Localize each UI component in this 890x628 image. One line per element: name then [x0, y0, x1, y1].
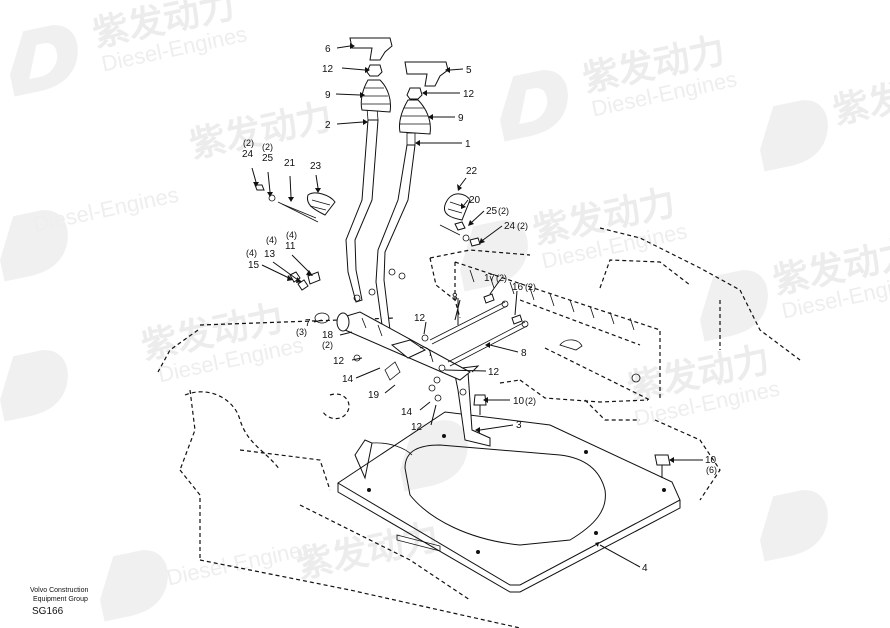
company-line2: Equipment Group — [33, 596, 88, 603]
callout-number: 14 — [401, 407, 413, 418]
watermark-logo-icon — [500, 70, 568, 142]
callout-number: 6 — [325, 44, 331, 55]
callout-labels: 6 12 9 2 5 12 9 1 (2) 24 (2) 25 21 23 22… — [242, 44, 717, 574]
watermark-brand-cn: 紫发动力 — [830, 62, 890, 132]
watermark-brand-cn: 紫发动力 — [293, 517, 442, 587]
callout-number: 12 — [333, 356, 345, 367]
footer: Volvo Construction Equipment Group SG166 — [30, 587, 88, 617]
callout-number: 23 — [310, 161, 322, 172]
callout-number: 18 — [322, 330, 334, 341]
callout-qty: (3) — [296, 327, 307, 337]
callout-number: 20 — [469, 195, 481, 206]
callout-number: 24 — [504, 221, 516, 232]
callout-number: 24 — [242, 149, 254, 160]
leader-lines — [251, 43, 703, 568]
callout-number: 22 — [466, 166, 478, 177]
callout-number: 12 — [463, 89, 475, 100]
callout-qty: (2) — [498, 206, 509, 216]
callout-number: 8 — [452, 292, 458, 303]
callout-number: 12 — [488, 367, 500, 378]
callout-number: 9 — [458, 113, 464, 124]
control-valve — [454, 261, 661, 401]
callout-number: 7 — [305, 318, 311, 329]
watermark-logo-icon — [760, 100, 828, 172]
callout-qty: (4) — [286, 230, 297, 240]
callout-number: 21 — [284, 158, 296, 169]
callout-qty: (2) — [243, 138, 254, 148]
rubber-boots — [360, 79, 431, 135]
watermark-logo-icon — [700, 270, 768, 342]
linkage-rods — [429, 293, 529, 367]
watermark-brand-en: Diesel-Engines — [31, 182, 181, 237]
callout-number: 11 — [285, 241, 296, 252]
watermark-logo-icon — [0, 350, 68, 422]
callout-number: 25 — [486, 206, 498, 217]
callout-number: 17 — [484, 273, 496, 284]
callout-qty: (4) — [246, 248, 257, 258]
callout-number: 25 — [262, 153, 274, 164]
callout-number: 5 — [466, 65, 472, 76]
callout-number: 1 — [465, 139, 471, 150]
callout-number: 8 — [521, 348, 527, 359]
pedal-parts-right — [439, 193, 481, 247]
watermark-logo-icon — [400, 420, 468, 492]
callout-number: 12 — [411, 422, 423, 433]
callout-number: 4 — [642, 563, 648, 574]
callout-number: 10 — [513, 396, 525, 407]
callout-qty: (2) — [322, 340, 333, 350]
callout-number: 19 — [368, 390, 380, 401]
callout-number: 9 — [325, 90, 331, 101]
watermark-logo-icon — [100, 550, 168, 622]
watermark-logo-icon — [760, 490, 828, 562]
lever-assembly — [314, 107, 471, 402]
callout-number: 14 — [342, 374, 354, 385]
callout-qty: (4) — [266, 235, 277, 245]
callout-number: 2 — [325, 120, 331, 131]
callout-number: 16 — [512, 282, 524, 293]
callout-number: 12 — [322, 64, 334, 75]
callout-qty: (2) — [517, 221, 528, 231]
fasteners — [353, 334, 671, 478]
callout-qty: (2) — [525, 396, 536, 406]
watermark-brand-en: Diesel-Engines — [164, 535, 314, 590]
callout-qty: (6) — [706, 465, 717, 475]
nuts — [366, 64, 423, 100]
callout-qty: (2) — [262, 142, 273, 152]
company-line1: Volvo Construction — [30, 587, 88, 594]
callout-number: 10 — [705, 455, 717, 466]
grips — [349, 37, 449, 87]
callout-number: 13 — [264, 249, 276, 260]
callout-number: 3 — [516, 420, 522, 431]
watermark-logo-icon — [0, 210, 68, 282]
watermark-logo-icon — [10, 25, 78, 97]
callout-number: 15 — [248, 260, 260, 271]
callout-qty: (2) — [496, 273, 507, 283]
watermark-brand-cn: 紫发动力 — [186, 96, 335, 166]
callout-number: 12 — [414, 313, 426, 324]
drawing-code: SG166 — [32, 606, 64, 617]
callout-qty: (2) — [525, 282, 536, 292]
